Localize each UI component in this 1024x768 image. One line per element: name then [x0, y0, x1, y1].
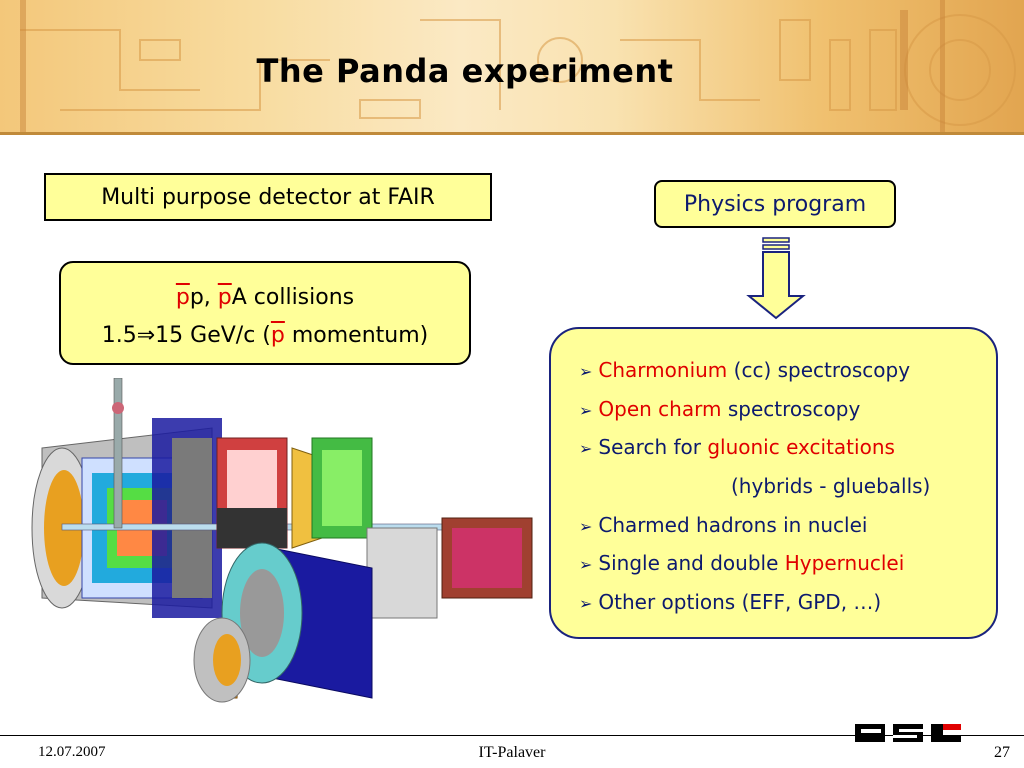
implies-arrow-icon: ⇒: [136, 323, 156, 348]
footer-date: 12.07.2007: [38, 744, 106, 760]
physics-program-list: ➢Charmonium (cc) spectroscopy ➢Open char…: [549, 327, 998, 639]
down-arrow-icon: [746, 237, 806, 320]
slide-title: The Panda experiment: [256, 52, 674, 90]
arrow-bullet-icon: ➢: [579, 594, 593, 614]
arrow-bullet-icon: ➢: [579, 439, 593, 459]
gsi-logo: [855, 724, 961, 742]
collisions-line-2: 1.5⇒15 GeV/c (p momentum): [101, 323, 429, 348]
list-item: ➢Search for gluonic excitations: [579, 435, 895, 460]
list-item: ➢Open charm spectroscopy: [579, 396, 861, 421]
arrow-bullet-icon: ➢: [579, 516, 593, 536]
collisions-line-1: pp, pA collisions: [175, 285, 355, 310]
antiproton-symbol: p: [217, 285, 232, 310]
footer-page-number: 27: [994, 744, 1010, 761]
list-item: ➢Single and double Hypernuclei: [579, 551, 905, 576]
arrow-bullet-icon: ➢: [579, 362, 593, 381]
banner-divider: [0, 132, 1024, 135]
panda-detector-illustration: [31, 378, 533, 703]
list-item: (hybrids - glueballs): [731, 474, 931, 499]
fair-detector-box: Multi purpose detector at FAIR: [44, 173, 492, 221]
arrow-bullet-icon: ➢: [579, 400, 593, 420]
list-item: ➢Charmonium (cc) spectroscopy: [579, 358, 911, 382]
list-item: ➢Charmed hadrons in nuclei: [579, 512, 868, 537]
header-banner: [0, 0, 1024, 132]
banner-decoration: [20, 0, 1016, 132]
antiproton-symbol: p: [175, 285, 190, 310]
physics-program-box: Physics program: [654, 180, 896, 228]
list-item: ➢Other options (EFF, GPD, …): [579, 590, 882, 615]
collisions-box: pp, pA collisions 1.5⇒15 GeV/c (p moment…: [59, 261, 471, 365]
footer-center: IT-Palaver: [478, 744, 546, 761]
arrow-bullet-icon: ➢: [579, 555, 593, 575]
footer-divider: [0, 735, 1024, 736]
antiproton-symbol: p: [270, 323, 285, 348]
